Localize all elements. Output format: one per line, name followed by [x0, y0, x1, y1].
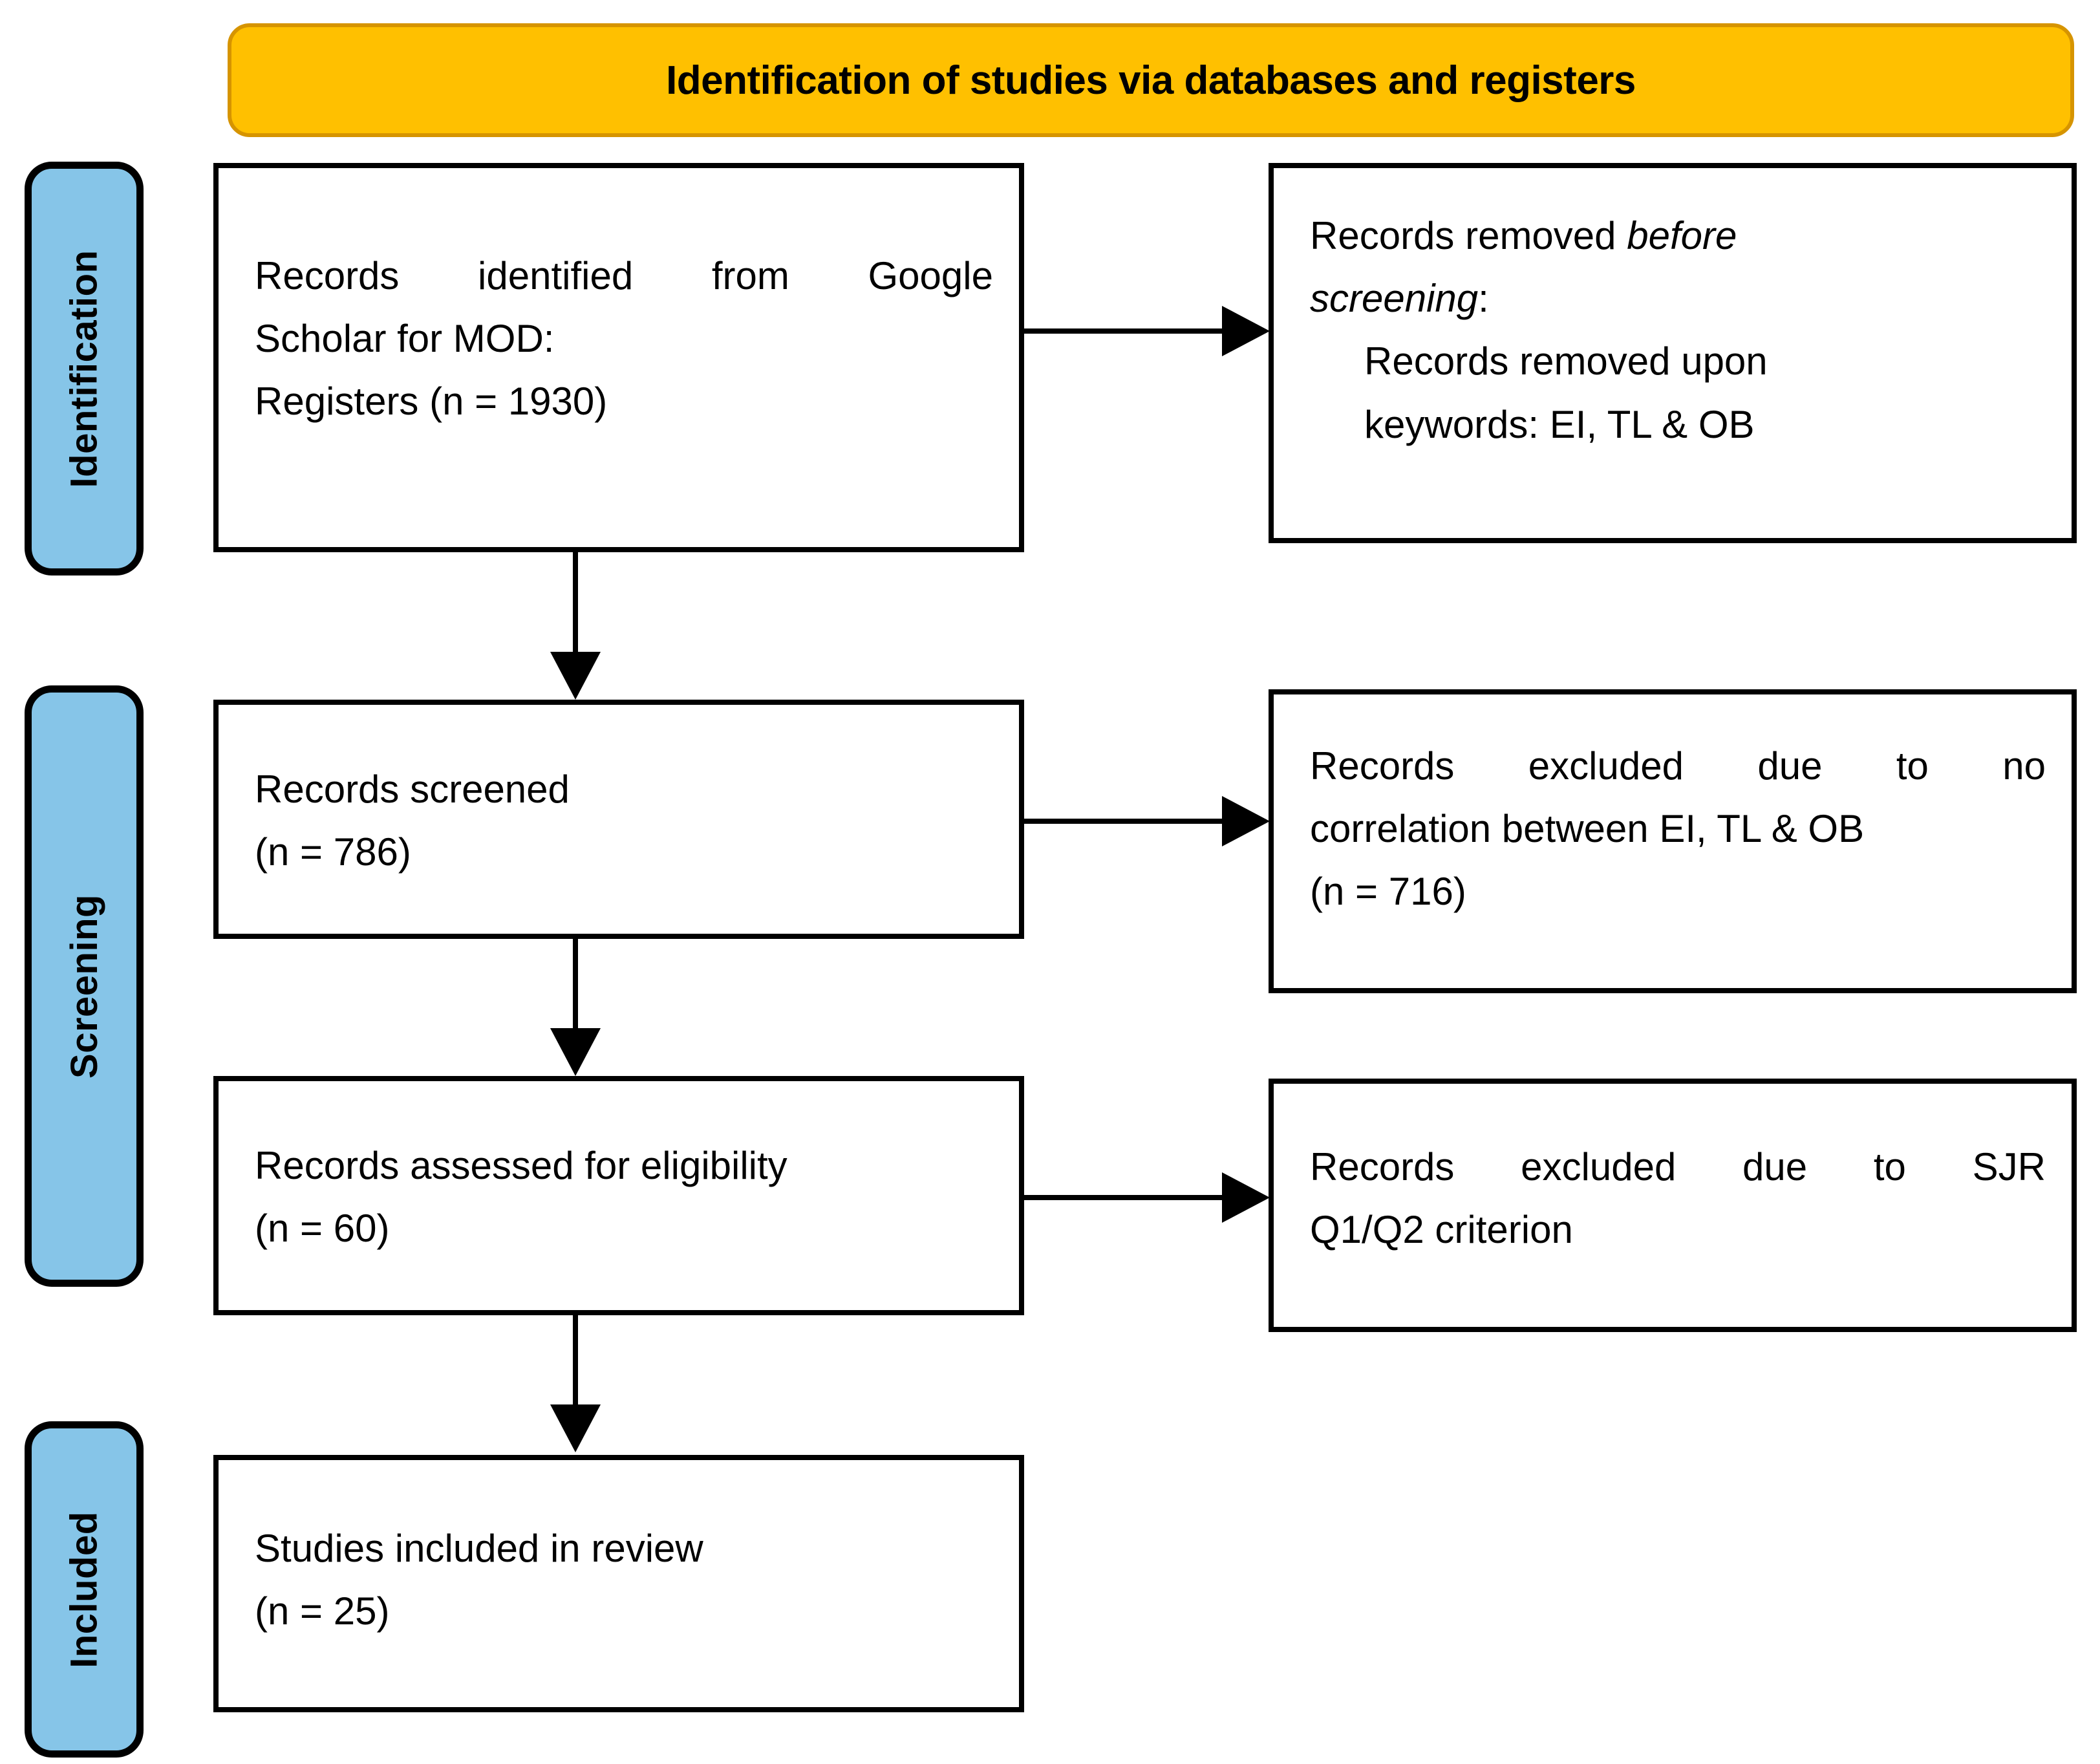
stage-label-screening: Screening: [63, 894, 105, 1079]
records-excluded-sjr-line-1: Records excluded due to SJR: [1310, 1145, 2046, 1189]
connector-identified-to-screened: [573, 552, 578, 656]
box-records-identified: Records identified from Google Scholar f…: [213, 163, 1024, 552]
connector-screened-to-excluded: [1024, 819, 1226, 824]
connector-assessed-to-excluded-sjr: [1024, 1195, 1226, 1200]
box-records-screened-text: Records screened (n = 786): [255, 758, 993, 883]
box-records-removed-text: Records removed before screening: Record…: [1310, 204, 2046, 456]
arrowhead-identified-to-removed: [1222, 306, 1270, 356]
box-records-assessed-eligibility: Records assessed for eligibility (n = 60…: [213, 1076, 1024, 1315]
records-screened-line-2: (n = 786): [255, 830, 411, 874]
box-records-excluded-no-correlation: Records excluded due to no correlation b…: [1269, 689, 2077, 993]
stage-label-identification: Identification: [63, 250, 105, 488]
stage-pill-identification: Identification: [25, 162, 144, 575]
arrowhead-screened-to-excluded: [1222, 796, 1270, 846]
records-identified-line-1: Records identified from Google: [255, 254, 993, 297]
records-removed-line-2-italic: screening: [1310, 277, 1479, 321]
arrowhead-assessed-to-included: [550, 1404, 601, 1452]
records-removed-line-1-plain: Records removed: [1310, 214, 1627, 257]
box-records-excluded-sjr: Records excluded due to SJR Q1/Q2 criter…: [1269, 1079, 2077, 1332]
records-assessed-line-2: (n = 60): [255, 1207, 390, 1251]
records-excluded-nc-line-3: (n = 716): [1310, 870, 1466, 914]
box-records-excluded-sjr-text: Records excluded due to SJR Q1/Q2 criter…: [1310, 1135, 2046, 1261]
arrowhead-screened-to-assessed: [550, 1028, 601, 1076]
records-removed-line-3: Records removed upon: [1364, 339, 1768, 383]
records-identified-line-2: Scholar for MOD:: [255, 317, 555, 361]
connector-assessed-to-included: [573, 1315, 578, 1407]
diagram-title: Identification of studies via databases …: [666, 58, 1636, 103]
records-excluded-nc-line-1: Records excluded due to no: [1310, 744, 2046, 788]
records-assessed-line-1: Records assessed for eligibility: [255, 1144, 788, 1187]
arrowhead-identified-to-screened: [550, 652, 601, 700]
studies-included-line-1: Studies included in review: [255, 1527, 703, 1570]
box-records-screened: Records screened (n = 786): [213, 700, 1024, 939]
studies-included-line-2: (n = 25): [255, 1589, 390, 1633]
records-removed-line-1-italic: before: [1627, 214, 1737, 257]
records-identified-line-3: Registers (n = 1930): [255, 380, 608, 424]
records-removed-line-2-plain: :: [1478, 277, 1489, 321]
box-records-removed-before-screening: Records removed before screening: Record…: [1269, 163, 2077, 543]
records-removed-line-2: screening:: [1310, 267, 2046, 330]
diagram-header-banner: Identification of studies via databases …: [228, 23, 2074, 137]
stage-label-included: Included: [63, 1511, 105, 1668]
records-removed-line-1: Records removed before: [1310, 204, 2046, 267]
connector-screened-to-assessed: [573, 939, 578, 1031]
records-excluded-nc-line-2: correlation between EI, TL & OB: [1310, 807, 1865, 851]
stage-pill-screening: Screening: [25, 685, 144, 1287]
records-removed-line-4: keywords: EI, TL & OB: [1364, 402, 1755, 446]
box-records-identified-text: Records identified from Google Scholar f…: [255, 244, 993, 433]
box-studies-included: Studies included in review (n = 25): [213, 1455, 1024, 1712]
box-records-excluded-no-correlation-text: Records excluded due to no correlation b…: [1310, 735, 2046, 923]
records-screened-line-1: Records screened: [255, 768, 570, 811]
box-studies-included-text: Studies included in review (n = 25): [255, 1517, 993, 1642]
stage-pill-included: Included: [25, 1421, 144, 1758]
connector-identified-to-removed: [1024, 328, 1226, 334]
records-excluded-sjr-line-2: Q1/Q2 criterion: [1310, 1208, 1573, 1252]
arrowhead-assessed-to-excluded-sjr: [1222, 1172, 1270, 1223]
box-records-assessed-text: Records assessed for eligibility (n = 60…: [255, 1134, 993, 1260]
